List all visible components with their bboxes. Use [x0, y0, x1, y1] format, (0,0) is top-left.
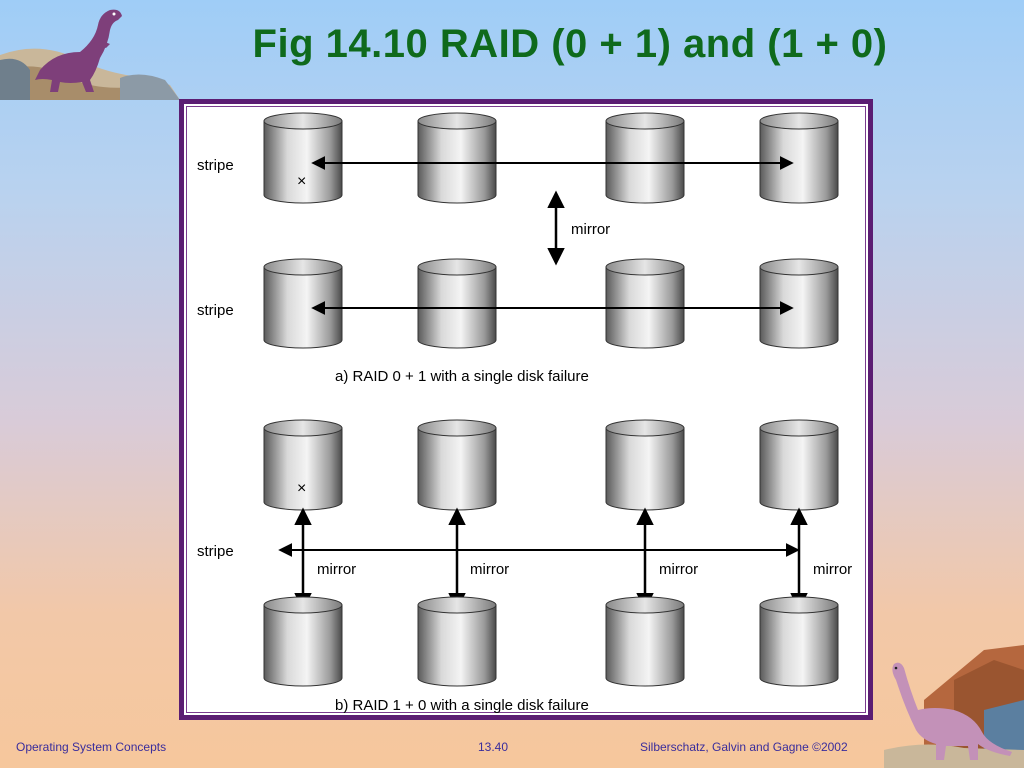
- footer-page-number: 13.40: [478, 740, 509, 754]
- disk: [417, 112, 497, 204]
- caption-b: b) RAID 1 + 0 with a single disk failure: [335, 697, 589, 714]
- mirror-label: mirror: [470, 561, 509, 578]
- disk: [263, 112, 343, 204]
- disk: [263, 419, 343, 511]
- disk: [759, 419, 839, 511]
- footer-course-title: Operating System Concepts: [16, 740, 167, 754]
- disk: [417, 596, 497, 687]
- raid-01-section: × stripe mirror: [197, 112, 839, 385]
- brontosaurus-dinosaur-icon: [884, 645, 1024, 768]
- disk: [263, 258, 343, 349]
- slide-title: Fig 14.10 RAID (0 + 1) and (1 + 0): [252, 22, 888, 66]
- footer-copyright: Silberschatz, Galvin and Gagne ©2002: [640, 740, 848, 754]
- disk: [605, 112, 685, 204]
- disk: [759, 596, 839, 687]
- t-rex-dinosaur-icon: [0, 9, 180, 100]
- caption-a: a) RAID 0 + 1 with a single disk failure: [335, 368, 589, 385]
- raid-diagram: × stripe mirror: [197, 112, 852, 714]
- stripe-label-bottom: stripe: [197, 302, 234, 319]
- failure-mark: ×: [297, 480, 306, 497]
- figure-panel: × stripe mirror: [186, 106, 866, 714]
- stripe-label-top: stripe: [197, 157, 234, 174]
- mirror-label: mirror: [659, 561, 698, 578]
- disk: [605, 596, 685, 687]
- disk: [605, 258, 685, 349]
- raid-10-section: × stripe mirror mirror mirror mirror: [197, 419, 852, 714]
- disk: [605, 419, 685, 511]
- disk: [759, 258, 839, 349]
- disk: [263, 596, 343, 687]
- mirror-label: mirror: [813, 561, 852, 578]
- figure-frame: × stripe mirror: [179, 99, 873, 720]
- disk: [759, 112, 839, 204]
- disk: [417, 258, 497, 349]
- stripe-label: stripe: [197, 543, 234, 560]
- failure-mark: ×: [297, 173, 306, 190]
- disk: [417, 419, 497, 511]
- mirror-label: mirror: [317, 561, 356, 578]
- mirror-label: mirror: [571, 221, 610, 238]
